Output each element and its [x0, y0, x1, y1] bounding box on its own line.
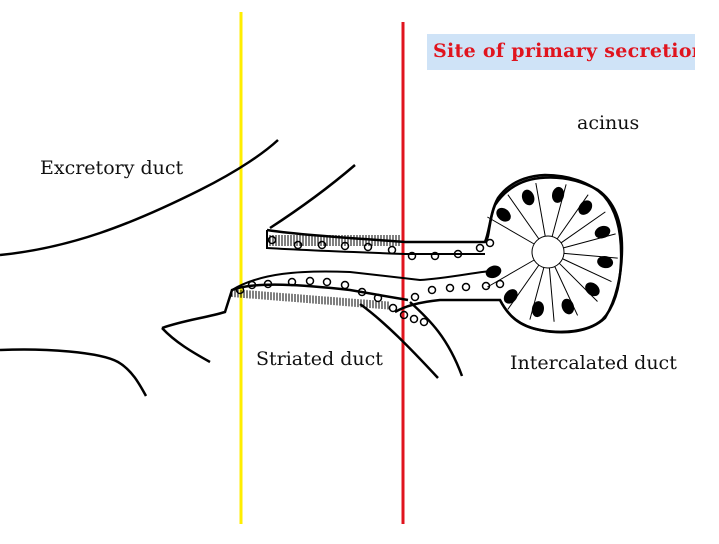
acinus-label: acinus	[577, 112, 640, 134]
upper-branch-wall	[269, 164, 356, 230]
acinus-cell-boundary	[487, 216, 535, 245]
duct-cell	[485, 238, 495, 248]
lower-branch-hook	[161, 327, 211, 364]
duct-cell	[317, 240, 327, 250]
acinus-structure	[483, 173, 623, 334]
striated-branch-lower-right	[409, 301, 464, 377]
acinus-cell-nucleus	[531, 301, 544, 318]
duct-cell	[410, 292, 420, 302]
duct-cell	[495, 279, 505, 289]
acinus-cell-nucleus	[552, 186, 565, 203]
excretory-duct-label: Excretory duct	[40, 157, 184, 179]
intercalated-duct-lower-wall	[231, 269, 501, 291]
acinus-cell-boundary	[562, 258, 612, 283]
duct-cell	[363, 242, 373, 252]
duct-cell	[322, 277, 332, 287]
acinus-cell-boundary	[560, 211, 606, 244]
primary-secretion-title-box: Site of primary secretion	[427, 34, 695, 70]
duct-cell	[357, 287, 367, 297]
duct-cell	[453, 249, 463, 259]
duct-cell	[235, 285, 245, 295]
striated-duct-label: Striated duct	[256, 348, 383, 370]
duct-cell	[373, 293, 383, 303]
duct-cell	[419, 317, 429, 327]
lower-branch-wall	[161, 283, 409, 330]
acinus-cell-nucleus	[561, 298, 575, 315]
duct-cell	[427, 285, 437, 295]
excretory-duct-lower-wall	[0, 348, 148, 397]
duct-cell	[461, 282, 471, 292]
acinus-cell-boundary	[487, 259, 535, 288]
acinus-cell-nucleus	[485, 265, 502, 279]
duct-cell	[399, 310, 409, 320]
acinus-cell-boundary	[535, 182, 546, 237]
duct-cell	[340, 241, 350, 251]
duct-cell	[407, 251, 417, 261]
duct-cell	[340, 280, 350, 290]
duct-cell	[293, 240, 303, 250]
duct-cell	[388, 303, 398, 313]
acinus-cell-boundary	[507, 194, 540, 240]
duct-cell	[445, 283, 455, 293]
acinus-cell-boundary	[563, 252, 618, 259]
duct-cell	[305, 276, 315, 286]
intercalated-duct-label: Intercalated duct	[510, 352, 677, 374]
duct-cell	[247, 280, 257, 290]
acinus-cell-nucleus	[496, 207, 511, 222]
duct-cell	[267, 235, 277, 245]
primary-secretion-title: Site of primary secretion	[433, 40, 695, 62]
excretory-duct-upper-wall	[0, 139, 279, 257]
duct-cell	[430, 251, 440, 261]
acinus-cell-nucleus	[594, 225, 611, 239]
duct-cell	[475, 243, 485, 253]
duct-cell	[409, 314, 419, 324]
acinus-cell-nucleus	[503, 289, 518, 304]
acinus-cell-boundary	[558, 262, 598, 302]
striated-branch-lower-left	[359, 302, 439, 379]
acinus-cell-nucleus	[521, 189, 535, 206]
duct-cell	[263, 279, 273, 289]
duct-cell	[387, 245, 397, 255]
acinus-cell-nucleus	[585, 282, 600, 297]
acinus-cell-nucleus	[578, 200, 593, 215]
acinus-cell-nucleus	[597, 256, 614, 269]
acinus-cell-boundary	[548, 267, 555, 322]
duct-cell	[287, 277, 297, 287]
